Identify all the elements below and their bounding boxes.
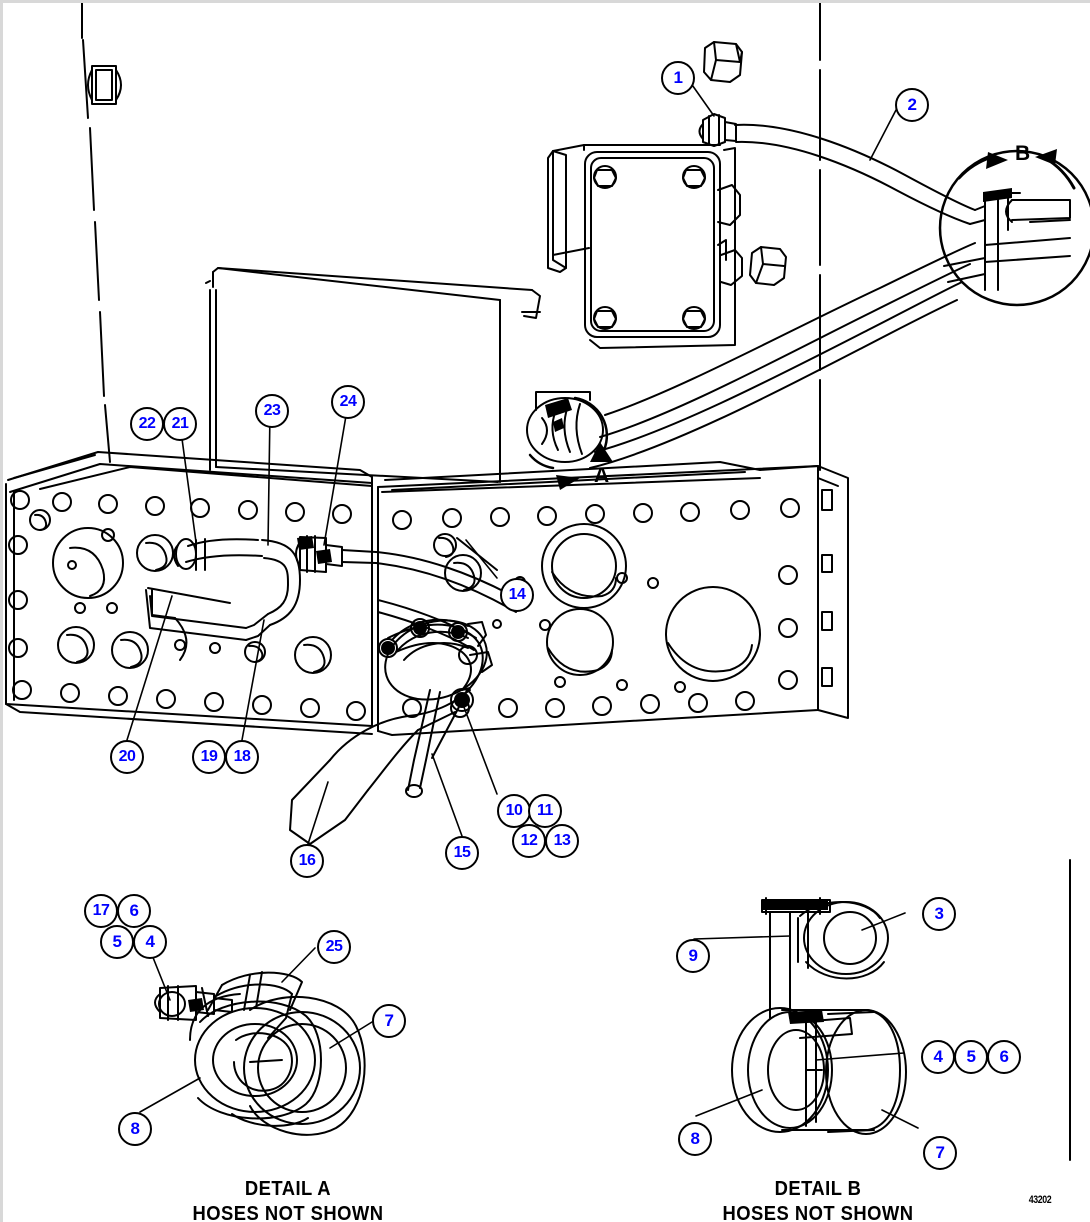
detail-b-fill [762,900,828,1024]
callout-detail-a-6[interactable]: 6 [117,894,151,928]
callout-detail-a-25[interactable]: 25 [317,930,351,964]
hose-long-upper [599,242,976,438]
detail-b-arrow-right [1035,149,1057,165]
left-structural-line [81,0,111,463]
hex-nut-top [703,41,743,83]
fitting-a-fill [545,398,572,432]
view-a-arc [528,396,609,470]
callout-detail-a-17[interactable]: 17 [84,894,118,928]
hose-long-lower [589,281,963,469]
callout-main-13[interactable]: 13 [545,824,579,858]
fitting-24-fill [297,536,332,564]
detail-a-title: DETAIL A [244,1178,332,1200]
detail-b-subtitle: HOSES NOT SHOWN [722,1203,914,1222]
engine-block-right [377,461,849,736]
callout-main-18[interactable]: 18 [225,740,259,774]
detail-b-circle-content [943,192,1071,291]
callout-detail-b-5[interactable]: 5 [954,1040,988,1074]
fitting-1 [698,113,737,147]
callout-main-22[interactable]: 22 [130,407,164,441]
callout-detail-a-4[interactable]: 4 [133,925,167,959]
callout-main-14[interactable]: 14 [500,578,534,612]
flange-fill [381,621,470,708]
detail-a-drawing [154,971,366,1136]
detail-b-leaders [693,912,919,1129]
flange-assembly [378,618,493,712]
detail-a-fill [188,998,204,1012]
detail-a-leaders [139,947,373,1113]
callout-detail-b-3[interactable]: 3 [922,897,956,931]
detail-a-subtitle: HOSES NOT SHOWN [192,1203,384,1222]
bolt-upper-left [87,65,122,105]
view-a-arrow-1 [590,442,613,462]
callout-main-21[interactable]: 21 [163,407,197,441]
cover-plate [547,144,743,349]
callout-main-20[interactable]: 20 [110,740,144,774]
view-indicator-a-label: A [594,464,610,487]
upper-bracket [205,267,541,483]
callout-detail-b-9[interactable]: 9 [676,939,710,973]
view-indicator-b-label: B [1015,142,1031,165]
callout-main-16[interactable]: 16 [290,844,324,878]
small-tubes [405,689,461,798]
detail-b-arrow-left [986,152,1008,169]
callout-main-2[interactable]: 2 [895,88,929,122]
callout-main-24[interactable]: 24 [331,385,365,419]
callout-main-1[interactable]: 1 [661,61,695,95]
detail-b-drawing [731,897,907,1135]
leader-lines [126,71,897,845]
callout-main-10[interactable]: 10 [497,794,531,828]
callout-detail-b-4[interactable]: 4 [921,1040,955,1074]
callout-detail-b-8[interactable]: 8 [678,1122,712,1156]
figure-number: 43202 [1028,1194,1052,1206]
detail-b-title: DETAIL B [774,1178,862,1200]
callout-detail-b-6[interactable]: 6 [987,1040,1021,1074]
callout-main-12[interactable]: 12 [512,824,546,858]
callout-detail-b-7[interactable]: 7 [923,1136,957,1170]
callout-main-23[interactable]: 23 [255,394,289,428]
detail-b-circle-band [983,188,1012,202]
callout-main-11[interactable]: 11 [528,794,562,828]
callout-main-15[interactable]: 15 [445,836,479,870]
callout-detail-a-7[interactable]: 7 [372,1004,406,1038]
callout-main-19[interactable]: 19 [192,740,226,774]
hose-21-22 [173,538,263,571]
engine-block-left [5,451,373,735]
hose-elbow-center [145,539,301,641]
callout-detail-a-5[interactable]: 5 [100,925,134,959]
hose-2 [734,123,976,225]
callout-detail-a-8[interactable]: 8 [118,1112,152,1146]
hex-nut-plate-right [749,246,787,286]
